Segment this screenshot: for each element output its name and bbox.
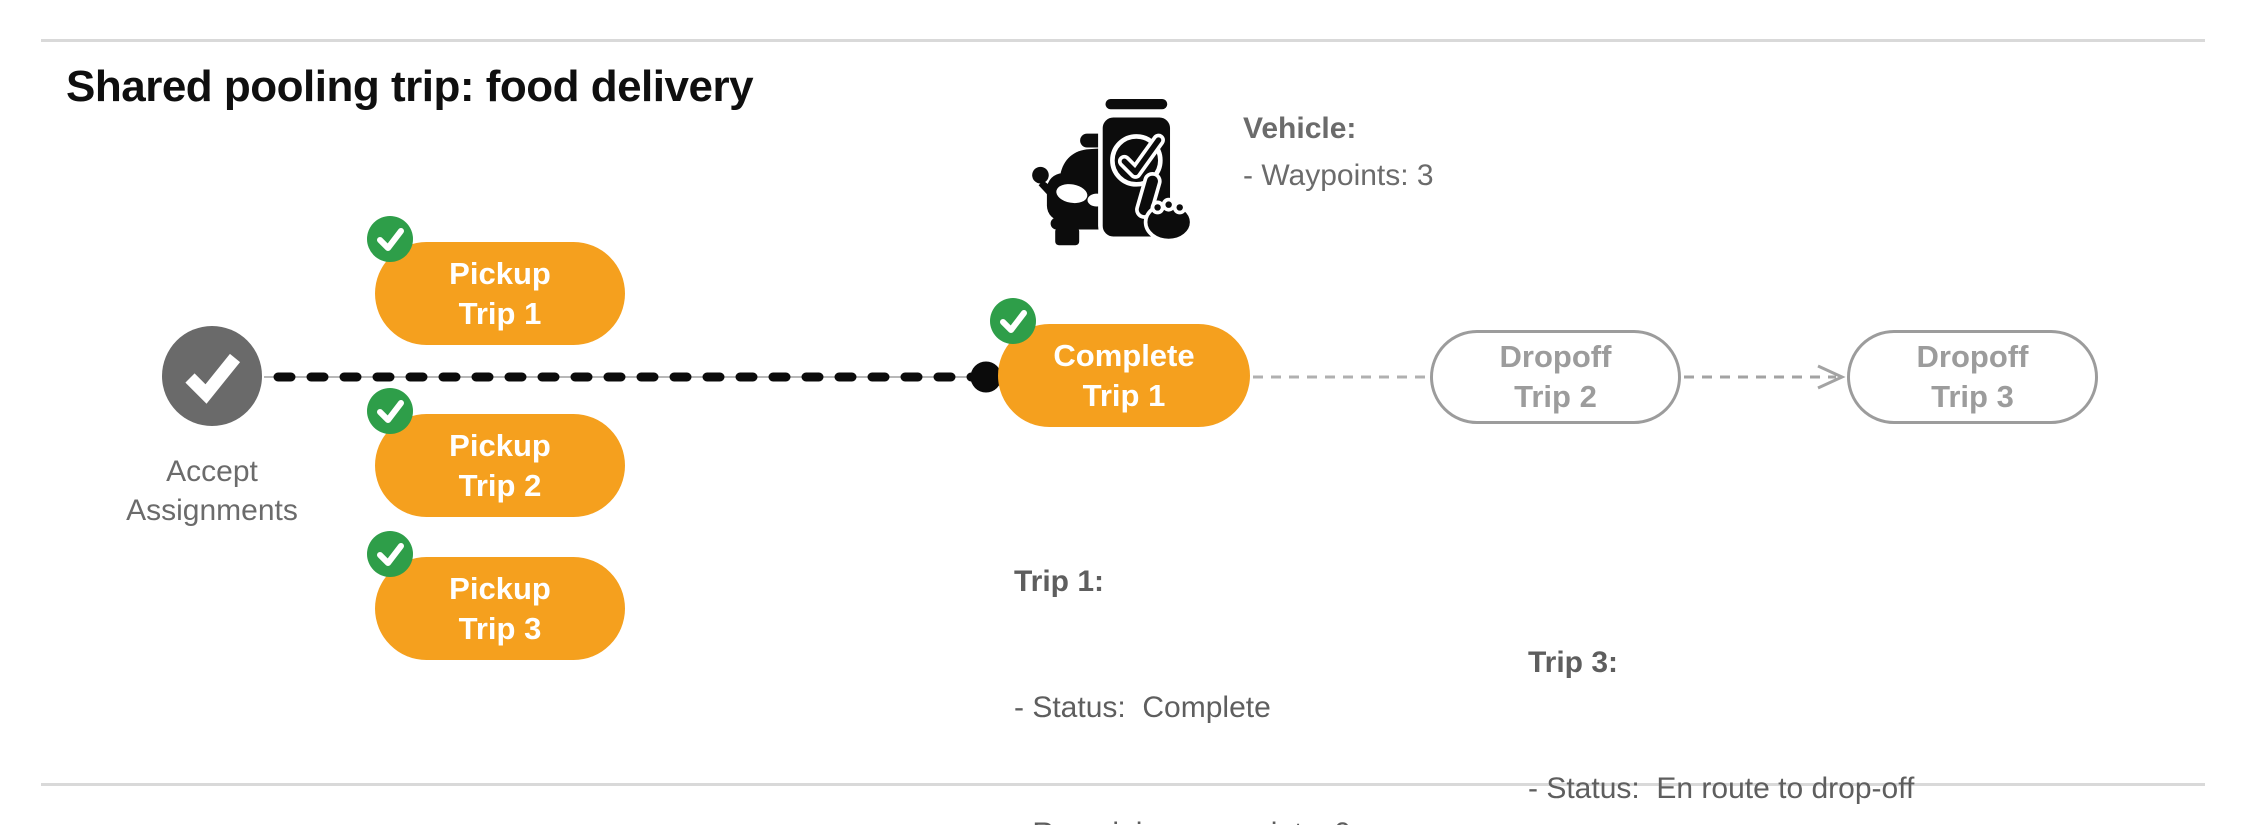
accept-label-line1: Accept [166,455,258,488]
check-badge-icon [367,216,413,262]
check-icon [185,353,241,404]
pill-label: Trip 1 [458,295,542,331]
pill-label: Dropoff [1916,339,2029,374]
pill-label: Trip 1 [1082,377,1166,413]
accept-assignments-label: Accept Assignments [37,452,387,530]
trip-3-status: - Status: En route to drop-off [1528,772,1915,805]
accept-assignments-node [162,326,262,426]
current-position-dot [970,361,1002,393]
vehicle-info: Vehicle: - Waypoints: 3 [1243,105,1434,199]
pill-label: Trip 3 [458,610,542,646]
vehicle-label: Vehicle: [1243,112,1357,145]
check-badge-icon [367,388,413,434]
pill-label: Dropoff [1499,339,1612,374]
page-title: Shared pooling trip: food delivery [66,62,754,111]
check-badge-icon [990,298,1036,344]
check-badge-icon [367,531,413,577]
dropoff-trip-2-pill: Dropoff Trip 2 [1430,330,1681,424]
car-phone-check-icon [1032,94,1194,246]
accept-label-line2: Assignments [126,494,298,527]
trip-1-title: Trip 1: [1014,565,1105,598]
pill-label: Trip 3 [1931,379,2014,414]
trip-1-waypoints: - Remaining waypoints: 0 [1014,813,1400,825]
vehicle-waypoints: - Waypoints: 3 [1243,159,1434,192]
pill-label: Complete [1053,337,1195,373]
pill-label: Pickup [449,427,551,463]
pill-label: Trip 2 [458,467,542,503]
pickup-trip-3-pill: Pickup Trip 3 [367,531,625,660]
pickup-trip-2-pill: Pickup Trip 2 [367,388,625,517]
pickup-trip-1-pill: Pickup Trip 1 [367,216,625,345]
trip-1-status: - Status: Complete [1014,691,1271,724]
bottom-divider [41,783,2205,786]
dropoff-trip-3-pill: Dropoff Trip 3 [1847,330,2098,424]
pill-label: Trip 2 [1514,379,1597,414]
pill-label: Pickup [449,570,551,606]
pill-label: Pickup [449,255,551,291]
trip-details-right: Trip 3: - Status: En route to drop-off -… [1528,558,1914,825]
top-divider [41,39,2205,42]
trip-details-left: Trip 1: - Status: Complete - Remaining w… [1014,477,1400,825]
arrowhead-icon [1817,364,1846,390]
complete-trip-1-pill: Complete Trip 1 [990,298,1250,427]
trip-3-title: Trip 3: [1528,646,1619,679]
